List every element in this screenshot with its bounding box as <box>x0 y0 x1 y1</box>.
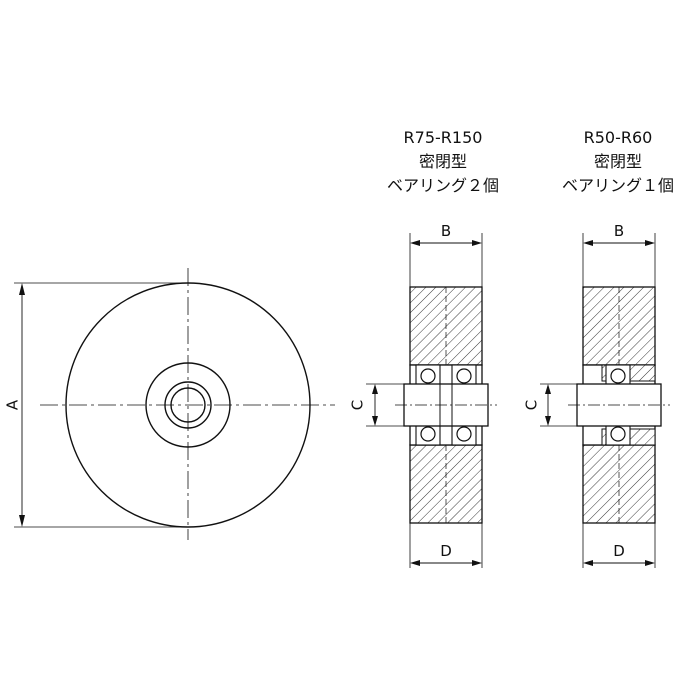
bearing-ball-bottom-left <box>420 426 436 442</box>
section-one-bearing: R50-R60 密閉型 ベアリング１個 B C <box>523 128 674 568</box>
bearing-ball-bottom <box>610 426 626 442</box>
section-two-model: R75-R150 <box>404 128 483 147</box>
bearing-ball-bottom-right <box>456 426 472 442</box>
section-one-seal-type: 密閉型 <box>594 152 642 171</box>
section-one-bearing-note: ベアリング１個 <box>562 176 674 195</box>
section-two-bearing: R75-R150 密閉型 ベアリング２個 B C <box>349 128 499 568</box>
dim-b2-arrow-left <box>583 240 593 246</box>
dim-c-label: C <box>349 400 367 410</box>
dim-a-label: A <box>4 399 22 410</box>
bearing-ball-top-right <box>456 368 472 384</box>
dim-c2-label: C <box>523 400 541 410</box>
dim-d-label: D <box>440 542 452 560</box>
dim-c-arrow-bottom <box>372 416 378 426</box>
dim-b2-label: B <box>614 222 624 240</box>
hub-circle <box>145 362 231 448</box>
front-view: A <box>4 268 335 540</box>
dim-c2-arrow-bottom <box>545 416 551 426</box>
dim-b-label: B <box>441 222 451 240</box>
bearing-outer-circle <box>164 381 212 429</box>
bore-circle <box>170 387 206 423</box>
dim-a-arrow-bottom <box>19 515 25 527</box>
dim-d2-label: D <box>613 542 625 560</box>
dim-b2-arrow-right <box>645 240 655 246</box>
dim-d2-arrow-right <box>645 560 655 566</box>
dim-d2-arrow-left <box>583 560 593 566</box>
dim-c-arrow-top <box>372 384 378 394</box>
dim-b-arrow-left <box>410 240 420 246</box>
bearing-ball-top <box>610 368 626 384</box>
section-two-bearing-note: ベアリング２個 <box>387 176 499 195</box>
dim-b-arrow-right <box>472 240 482 246</box>
dim-d-arrow-left <box>410 560 420 566</box>
section-two-seal-type: 密閉型 <box>419 152 467 171</box>
section-one-model: R50-R60 <box>584 128 653 147</box>
dim-c2-arrow-top <box>545 384 551 394</box>
dim-a-arrow-top <box>19 283 25 295</box>
dim-d-arrow-right <box>472 560 482 566</box>
bearing-ball-top-left <box>420 368 436 384</box>
